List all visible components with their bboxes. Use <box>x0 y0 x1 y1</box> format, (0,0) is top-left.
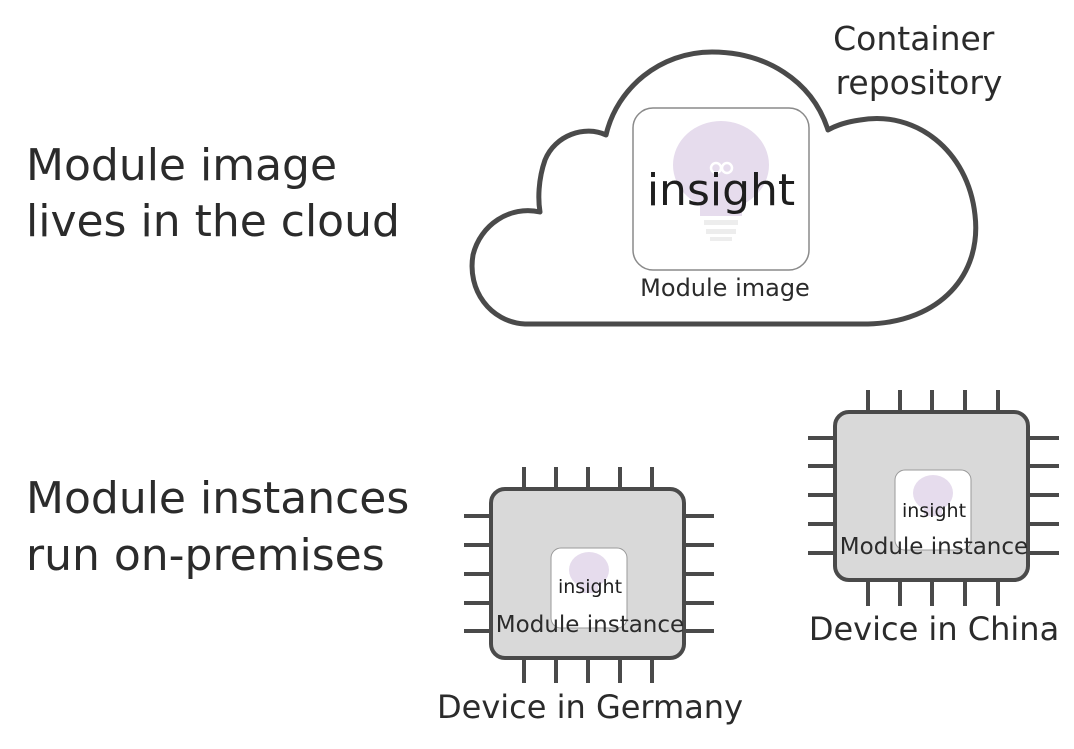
device-germany-module-tile: insight <box>550 547 628 629</box>
cloud-heading-line-1: Module image <box>26 140 337 191</box>
module-image-tile: insight <box>632 107 810 271</box>
device-china-tile-text: insight <box>902 500 966 522</box>
device-germany-instance-label: Module instance <box>496 612 684 638</box>
container-repository-line-2: repository <box>836 63 1003 102</box>
cloud-heading-line-2: lives in the cloud <box>26 196 400 247</box>
device-china-caption: Device in China <box>809 610 1059 648</box>
cloud-heading: Module image lives in the cloud <box>26 140 400 247</box>
premises-heading: Module instances run on-premises <box>26 473 423 581</box>
premises-heading-line-2: run on-premises <box>26 530 385 581</box>
module-image-caption: Module image <box>640 274 810 302</box>
module-image-tile-text: insight <box>647 165 795 216</box>
lightbulb-icon <box>673 121 769 241</box>
container-repository-line-1: Container <box>833 19 995 58</box>
container-repository-label: Container repository <box>833 19 1005 102</box>
lightbulb-icon <box>569 552 609 593</box>
device-china-instance-label: Module instance <box>840 534 1028 560</box>
lightbulb-icon <box>913 475 953 516</box>
device-germany-caption: Device in Germany <box>437 688 743 726</box>
device-germany-tile-text: insight <box>558 576 622 598</box>
device-china-module-tile: insight <box>894 469 972 551</box>
premises-heading-line-1: Module instances <box>26 473 409 524</box>
